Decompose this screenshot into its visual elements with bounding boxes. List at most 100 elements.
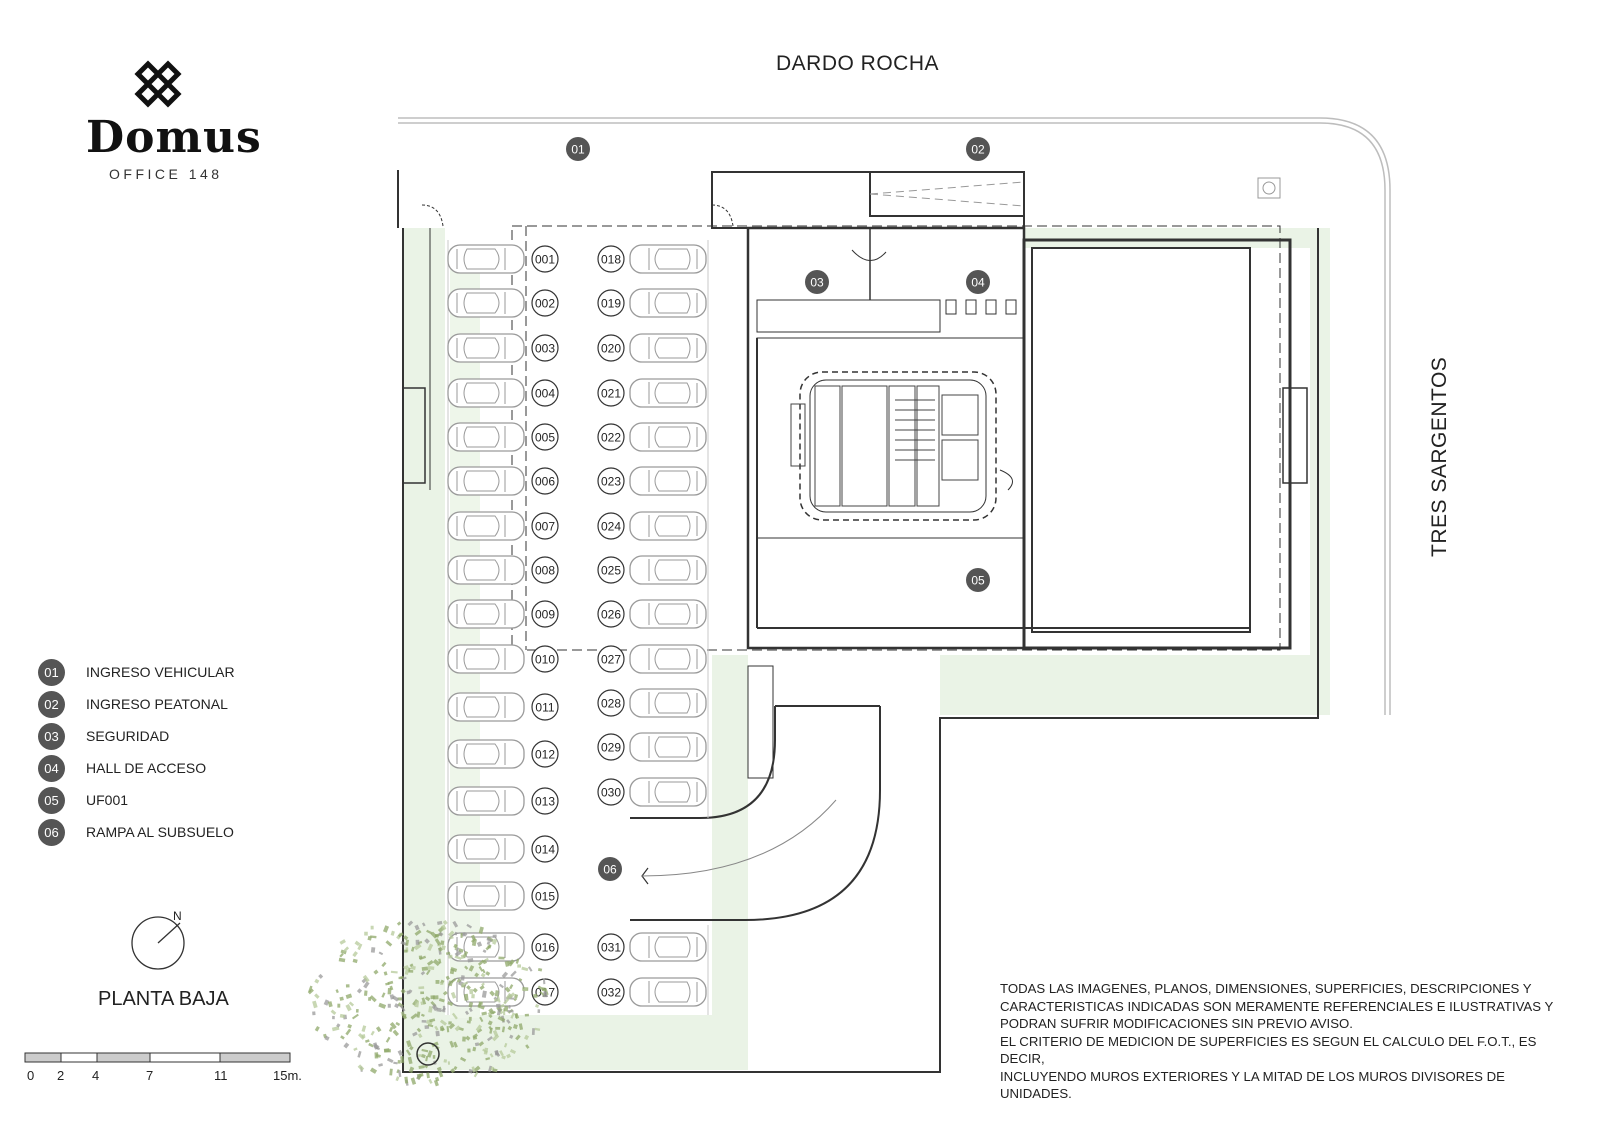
parked-car-icon: [629, 466, 707, 496]
stall-number-label: 007: [535, 519, 555, 533]
stall-number-label: 024: [601, 519, 621, 533]
stall-number-label: 020: [601, 341, 621, 355]
north-arrow-icon: [131, 916, 185, 970]
stall-number-label: 018: [601, 252, 621, 266]
parked-car-icon: [447, 692, 525, 722]
legend-badge: 01: [38, 658, 65, 686]
stall-number: 020: [597, 334, 625, 362]
parked-car-icon: [447, 555, 525, 585]
stall-number-label: 006: [535, 474, 555, 488]
tree-trunk-icon: [416, 1042, 440, 1066]
parked-car-icon: [629, 244, 707, 274]
stall-number-label: 029: [601, 740, 621, 754]
legend-badge: 05: [38, 786, 65, 814]
stall-number-label: 030: [601, 785, 621, 799]
zone-marker: 01: [566, 137, 590, 161]
office-block: [746, 226, 1292, 650]
zone-marker: 05: [966, 568, 990, 592]
parked-car-icon: [447, 511, 525, 541]
zone-marker: 03: [805, 270, 829, 294]
legend-label: INGRESO VEHICULAR: [86, 664, 235, 680]
stall-number-label: 012: [535, 747, 555, 761]
stall-number: 014: [531, 835, 559, 863]
scale-tick-2: 2: [57, 1068, 65, 1083]
parked-car-icon: [629, 599, 707, 629]
parking-cars-right: [629, 244, 707, 1007]
stall-number: 001: [531, 245, 559, 273]
parked-car-icon: [447, 288, 525, 318]
stall-number-label: 014: [535, 842, 555, 856]
stall-number-label: 013: [535, 794, 555, 808]
stall-number: 007: [531, 512, 559, 540]
parked-car-icon: [447, 644, 525, 674]
stall-number: 031: [597, 933, 625, 961]
parked-car-icon: [629, 378, 707, 408]
scale-tick-4: 4: [92, 1068, 100, 1083]
stall-number: 009: [531, 600, 559, 628]
disclaimer-line: INCLUYENDO MUROS EXTERIORES Y LA MITAD D…: [1000, 1068, 1505, 1102]
disclaimer-line: TODAS LAS IMAGENES, PLANOS, DIMENSIONES,…: [1000, 981, 1532, 996]
hall-turnstiles: [945, 299, 1017, 315]
stall-number: 028: [597, 689, 625, 717]
parked-car-icon: [629, 555, 707, 585]
legend-label: HALL DE ACCESO: [86, 760, 207, 776]
parked-car-icon: [447, 333, 525, 363]
parked-car-icon: [629, 932, 707, 962]
parked-car-icon: [447, 599, 525, 629]
stall-number-label: 009: [535, 607, 555, 621]
zone-marker-label: 01: [571, 142, 585, 156]
zone-marker: 06: [598, 857, 622, 881]
disclaimer-text: TODAS LAS IMAGENES, PLANOS, DIMENSIONES,…: [1000, 980, 1560, 1103]
stall-number: 025: [597, 556, 625, 584]
parked-car-icon: [629, 288, 707, 318]
upper-floor-outline: [511, 225, 1281, 651]
domus-emblem-icon: [134, 60, 182, 108]
stall-number-label: 015: [535, 889, 555, 903]
stall-number: 019: [597, 289, 625, 317]
north-label: N: [173, 909, 182, 923]
parking-cars-left: [447, 244, 525, 1007]
stall-number-label: 003: [535, 341, 555, 355]
stall-number-label: 032: [601, 985, 621, 999]
stall-number: 026: [597, 600, 625, 628]
legend-badge: 06: [38, 818, 65, 846]
disclaimer-line: CARACTERISTICAS INDICADAS SON MERAMENTE …: [1000, 998, 1554, 1014]
scale-bar: [24, 1052, 291, 1063]
stall-number: 004: [531, 379, 559, 407]
stall-number-label: 008: [535, 563, 555, 577]
street-label-north: DARDO ROCHA: [776, 52, 940, 75]
legend-item: 04 HALL DE ACCESO: [38, 752, 235, 784]
service-core: [790, 385, 979, 507]
plan-title: PLANTA BAJA: [98, 988, 229, 1010]
stall-number: 011: [531, 693, 559, 721]
stall-number-label: 005: [535, 430, 555, 444]
zone-marker: 02: [966, 137, 990, 161]
legend-badge: 02: [38, 690, 65, 718]
legend-label: SEGURIDAD: [86, 728, 170, 744]
stall-number-label: 004: [535, 386, 555, 400]
stall-number-label: 002: [535, 296, 555, 310]
scale-tick-7: 7: [146, 1068, 154, 1083]
parked-car-icon: [629, 732, 707, 762]
zone-marker-label: 06: [603, 862, 617, 876]
stall-number: 022: [597, 423, 625, 451]
parked-car-icon: [629, 644, 707, 674]
tree-canopy: [307, 920, 549, 1087]
stall-number: 029: [597, 733, 625, 761]
scale-tick-11: 11: [214, 1068, 228, 1083]
zone-marker-label: 05: [971, 573, 985, 587]
legend-badge: 04: [38, 754, 65, 782]
scale-tick-0: 0: [27, 1068, 35, 1083]
parked-car-icon: [447, 466, 525, 496]
stall-number-label: 019: [601, 296, 621, 310]
stall-number: 005: [531, 423, 559, 451]
door-swings: [421, 204, 734, 227]
parking-stall-labels: 0010020030040050060070080090100110120130…: [531, 245, 625, 1006]
zone-marker-label: 02: [971, 142, 985, 156]
stall-number-label: 011: [535, 700, 554, 714]
